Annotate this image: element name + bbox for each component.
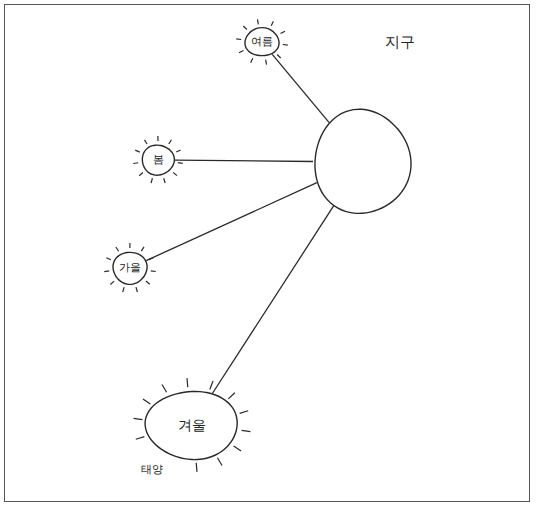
sun-ray xyxy=(104,270,109,272)
sun-ray xyxy=(196,463,198,472)
sun-ray xyxy=(186,378,188,387)
sun-ray xyxy=(277,55,281,58)
sun-ray xyxy=(141,247,144,251)
sun-ray xyxy=(251,58,253,62)
sun-ray xyxy=(176,150,181,152)
sun-ray xyxy=(178,162,183,164)
sun-circle: 가을 xyxy=(113,252,147,284)
outline-stroke xyxy=(142,145,174,175)
sun-ray xyxy=(144,140,147,144)
sun-circle: 겨울태양 xyxy=(146,391,238,459)
season-label: 겨울 xyxy=(178,417,206,433)
sun-ray xyxy=(173,172,177,175)
season-label: 여름 xyxy=(251,36,273,49)
sun-ray xyxy=(116,247,119,251)
sun-ray xyxy=(106,258,111,260)
sun-ray xyxy=(133,162,138,164)
sun-ray xyxy=(135,150,140,152)
sun-ray xyxy=(143,399,150,404)
sun-ray xyxy=(149,258,154,260)
sun-ray xyxy=(146,281,150,284)
connector-line xyxy=(272,54,329,122)
season-label: 봄 xyxy=(153,154,164,167)
sun-ray xyxy=(162,385,167,393)
picture-frame xyxy=(4,4,530,502)
sun-ray xyxy=(157,136,158,141)
sun-ray xyxy=(139,172,143,175)
sun-ray xyxy=(240,411,249,414)
sun-circle: 여름 xyxy=(245,28,279,56)
sun-ray xyxy=(110,281,114,284)
connector-line xyxy=(175,160,313,161)
sun-ray xyxy=(257,19,259,24)
sun-ray xyxy=(164,178,165,183)
outline-stroke xyxy=(113,252,147,284)
sun-ray xyxy=(283,44,288,46)
sun-ray xyxy=(228,393,235,399)
outline-stroke xyxy=(245,28,279,56)
sun-ray xyxy=(243,26,247,29)
sun-ray xyxy=(129,243,130,248)
sun-ray xyxy=(265,60,267,65)
sun-ray xyxy=(136,437,145,440)
sun-label: 태양 xyxy=(140,464,164,477)
earth-label: 지구 xyxy=(384,34,416,51)
sun-ray xyxy=(281,31,285,33)
outline-stroke xyxy=(145,391,237,459)
connector-line xyxy=(146,183,317,261)
sun-ray xyxy=(239,50,243,52)
season-label: 가을 xyxy=(119,262,141,275)
outline-stroke xyxy=(315,109,411,213)
sun-ray xyxy=(236,38,241,40)
sun-ray xyxy=(151,178,152,183)
sun-ray xyxy=(151,270,156,272)
sun-ray xyxy=(271,21,273,25)
sun-ray xyxy=(169,140,172,144)
earth-circle: 지구 xyxy=(314,110,410,214)
sun-ray xyxy=(242,430,251,431)
sun-circle: 봄 xyxy=(142,145,174,175)
sun-ray xyxy=(210,381,213,389)
connector-line xyxy=(212,205,334,393)
sun-ray xyxy=(136,287,137,292)
sun-ray xyxy=(134,418,143,419)
sun-ray xyxy=(123,287,124,292)
sun-ray xyxy=(234,446,241,451)
sun-ray xyxy=(217,458,222,466)
earth-outline xyxy=(314,110,410,214)
